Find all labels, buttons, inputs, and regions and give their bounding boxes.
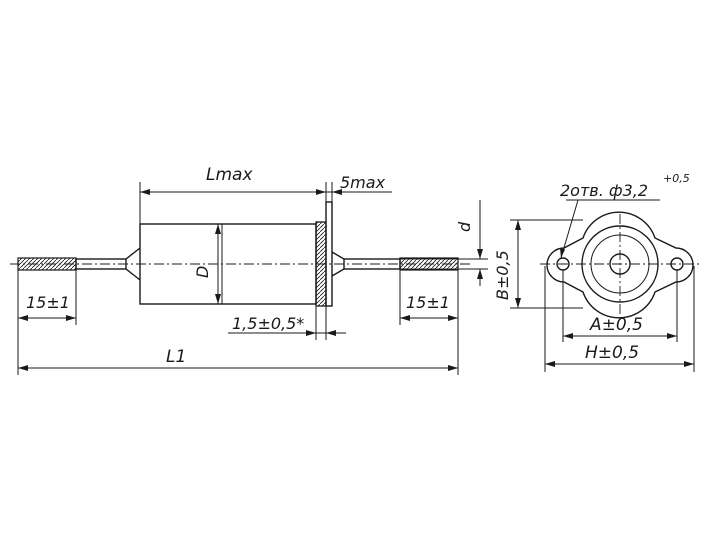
lead-right-label: 15±1 — [406, 293, 450, 312]
d-small-label: d — [455, 221, 474, 232]
holes-label: 2отв. ф3,2 — [560, 181, 648, 200]
d-large-label: D — [193, 266, 212, 278]
lmax-label: Lmax — [206, 165, 253, 185]
flange-thickness-label: 1,5±0,5* — [232, 314, 304, 333]
left-taper — [125, 247, 141, 281]
lead-left-label: 15±1 — [26, 293, 70, 312]
a-dim-label: A±0,5 — [589, 315, 643, 335]
side-view: Lmax 5max D 15±1 15±1 1,5±0,5* L1 d — [10, 165, 488, 375]
b-dim-label: B±0,5 — [493, 250, 512, 300]
smax-label: 5max — [340, 173, 386, 192]
front-view: 2отв. ф3,2 +0,5 B±0,5 A±0,5 H±0,5 — [493, 172, 700, 372]
flange-plate — [325, 201, 333, 307]
flange-outline — [546, 211, 694, 319]
l-total-label: L1 — [166, 347, 186, 367]
right-taper — [331, 251, 345, 277]
h-dim-label: H±0,5 — [585, 343, 639, 363]
holes-tol-label: +0,5 — [663, 172, 690, 185]
